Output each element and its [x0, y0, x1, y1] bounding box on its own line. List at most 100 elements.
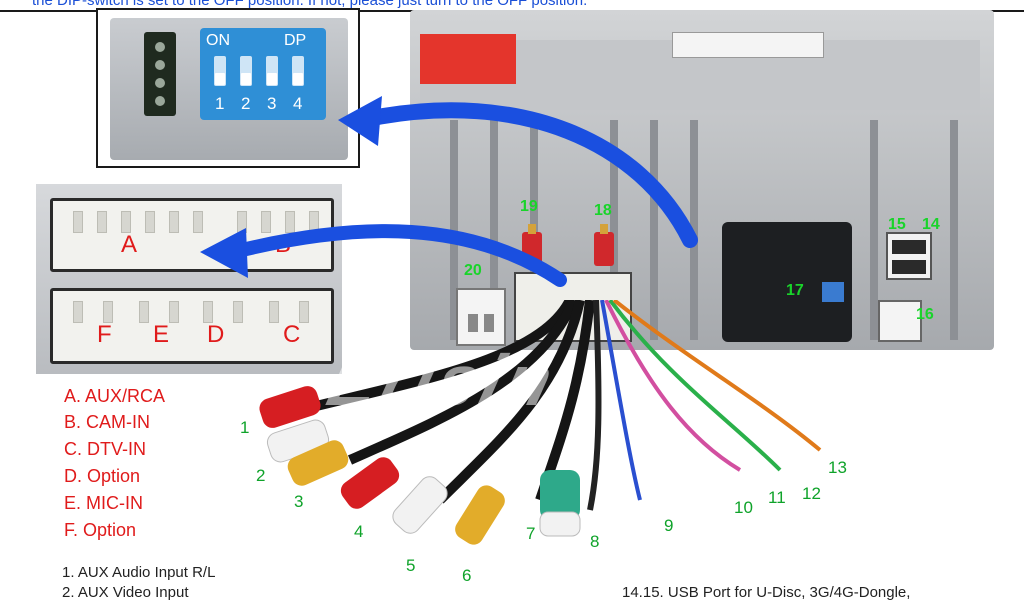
socket-pin [484, 314, 494, 332]
header-pin [155, 60, 165, 70]
cable-number-8: 8 [590, 532, 600, 551]
pin-header [144, 32, 176, 116]
connector-letter-f: F [97, 321, 112, 348]
dip-switch: ON DP 1 2 3 4 [200, 28, 326, 120]
cable-number-3: 3 [294, 492, 304, 511]
connector-latch [822, 282, 844, 302]
header-pin [155, 96, 165, 106]
cable-wire [608, 300, 782, 472]
cable-number-6: 6 [462, 566, 472, 585]
arrow-to-dip-switch [364, 102, 698, 248]
dip-toggle-4 [292, 56, 304, 86]
cable-number-5: 5 [406, 556, 416, 575]
port-number-16: 16 [916, 306, 934, 323]
legend-item-a: A. AUX/RCA [64, 386, 166, 406]
dip-toggle-2 [240, 56, 252, 86]
connector-slot [121, 211, 131, 233]
cable-wire [436, 300, 585, 504]
connector-slot [97, 211, 107, 233]
port-number-19: 19 [520, 198, 538, 215]
heat-rib [690, 120, 698, 340]
connector-slot [285, 211, 295, 233]
connector-closeup-photo: A B F E D C [36, 184, 342, 374]
port-number-15: 15 [888, 216, 906, 233]
connector-slot [73, 211, 83, 233]
connector-slot [145, 211, 155, 233]
arrow-head-connector [200, 228, 248, 278]
connector-slot [73, 301, 83, 323]
radio-unit-photo: 19 18 20 17 15 14 16 [410, 10, 994, 350]
connector-slot [139, 301, 149, 323]
port-number-17: 17 [786, 282, 804, 299]
antenna-socket-18 [594, 224, 614, 266]
connector-row-bottom: F E D C [50, 288, 334, 364]
dip-dp-label: DP [284, 32, 307, 49]
legend-item-c: C. DTV-IN [64, 439, 147, 459]
usb-ports-14-15 [886, 232, 932, 280]
connector-slot [203, 301, 213, 323]
socket-16 [878, 300, 922, 342]
header-pin [155, 42, 165, 52]
cable-wire [347, 300, 579, 465]
cable-number-4: 4 [354, 522, 364, 541]
rca-plug-yellow [455, 485, 505, 545]
connector-slot [103, 301, 113, 323]
arrow-head-dip [338, 96, 382, 146]
spec-label [672, 32, 824, 58]
dip-number-4: 4 [293, 94, 303, 113]
legend-item-d: D. Option [64, 466, 141, 486]
heat-rib [870, 120, 878, 340]
rca-cable-bundle [259, 300, 822, 545]
connector-slot [169, 211, 179, 233]
socket-20 [456, 288, 506, 346]
port-number-14: 14 [922, 216, 940, 233]
warning-sticker [420, 34, 516, 84]
cable-number-11: 11 [768, 488, 786, 507]
port-number-20: 20 [464, 262, 482, 279]
cable-wire [604, 300, 742, 472]
connector-letter-d: D [207, 321, 225, 348]
connector-slot [169, 301, 179, 323]
rca-plug-white [392, 476, 448, 534]
top-instruction-text: the DIP-switch is set to the OFF positio… [32, 0, 588, 9]
dip-toggle-3 [266, 56, 278, 86]
description-2: 2. AUX Video Input [62, 584, 189, 601]
connector-letter-e: E [153, 321, 170, 348]
header-pin [155, 78, 165, 88]
rca-plug-yellow [287, 440, 349, 486]
usb-port [892, 260, 926, 274]
connector-letter-c: C [283, 321, 301, 348]
socket-pin [468, 314, 478, 332]
heat-rib [450, 120, 458, 340]
cable-wire [600, 300, 642, 501]
rca-plug-red [340, 457, 400, 509]
cable-number-1: 1 [240, 418, 250, 437]
connector-slot [193, 211, 203, 233]
connector-slot [269, 301, 279, 323]
dip-number-3: 3 [267, 94, 277, 113]
heat-rib [490, 120, 498, 340]
rca-plug-red [259, 386, 321, 428]
cable-number-7: 7 [526, 524, 536, 543]
cable-number-2: 2 [256, 466, 266, 485]
cable-number-12: 12 [802, 484, 821, 503]
dip-number-1: 1 [215, 94, 225, 113]
description-14-15: 14.15. USB Port for U-Disc, 3G/4G-Dongle… [622, 584, 911, 601]
heat-rib [650, 120, 658, 340]
brand-watermark: Erisin [320, 341, 565, 421]
description-1: 1. AUX Audio Input R/L [62, 564, 216, 581]
connector-slot [299, 301, 309, 323]
heat-rib [950, 120, 958, 340]
cable-wire [587, 300, 602, 511]
dip-switch-photo: ON DP 1 2 3 4 [110, 18, 348, 160]
dip-on-label: ON [206, 32, 230, 49]
cable-wire [612, 300, 822, 452]
connector-slot [233, 301, 243, 323]
connector-slot [261, 211, 271, 233]
dip-toggle-1 [214, 56, 226, 86]
port-number-18: 18 [594, 202, 612, 219]
arrow-to-connector [235, 224, 567, 287]
rca-plug-white [539, 511, 581, 537]
legend-item-b: B. CAM-IN [64, 412, 151, 432]
legend-item-f: F. Option [64, 520, 137, 540]
